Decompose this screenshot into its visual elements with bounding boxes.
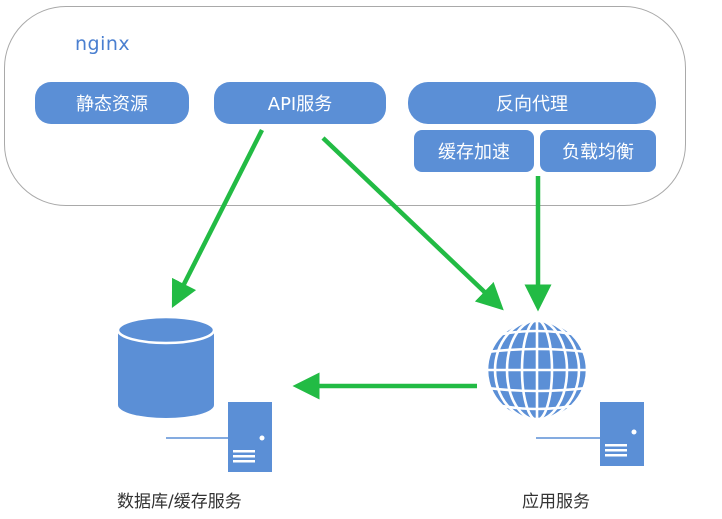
server-icon-database [166,402,272,472]
static-resources-box: 静态资源 [35,82,189,124]
arrow-api-to-database [171,128,265,309]
api-service-box: API服务 [214,82,386,124]
cache-acceleration-box: 缓存加速 [414,130,534,172]
nginx-container [4,6,686,206]
arrow-api-to-app [321,136,504,311]
database-icon [116,315,216,418]
nginx-title: nginx [75,33,131,55]
server-icon-app [536,402,644,466]
database-label: 数据库/缓存服务 [117,492,242,512]
load-balancing-box: 负载均衡 [540,130,656,172]
reverse-proxy-box: 反向代理 [408,82,656,124]
globe-icon [485,318,589,422]
app-service-label: 应用服务 [522,492,590,512]
